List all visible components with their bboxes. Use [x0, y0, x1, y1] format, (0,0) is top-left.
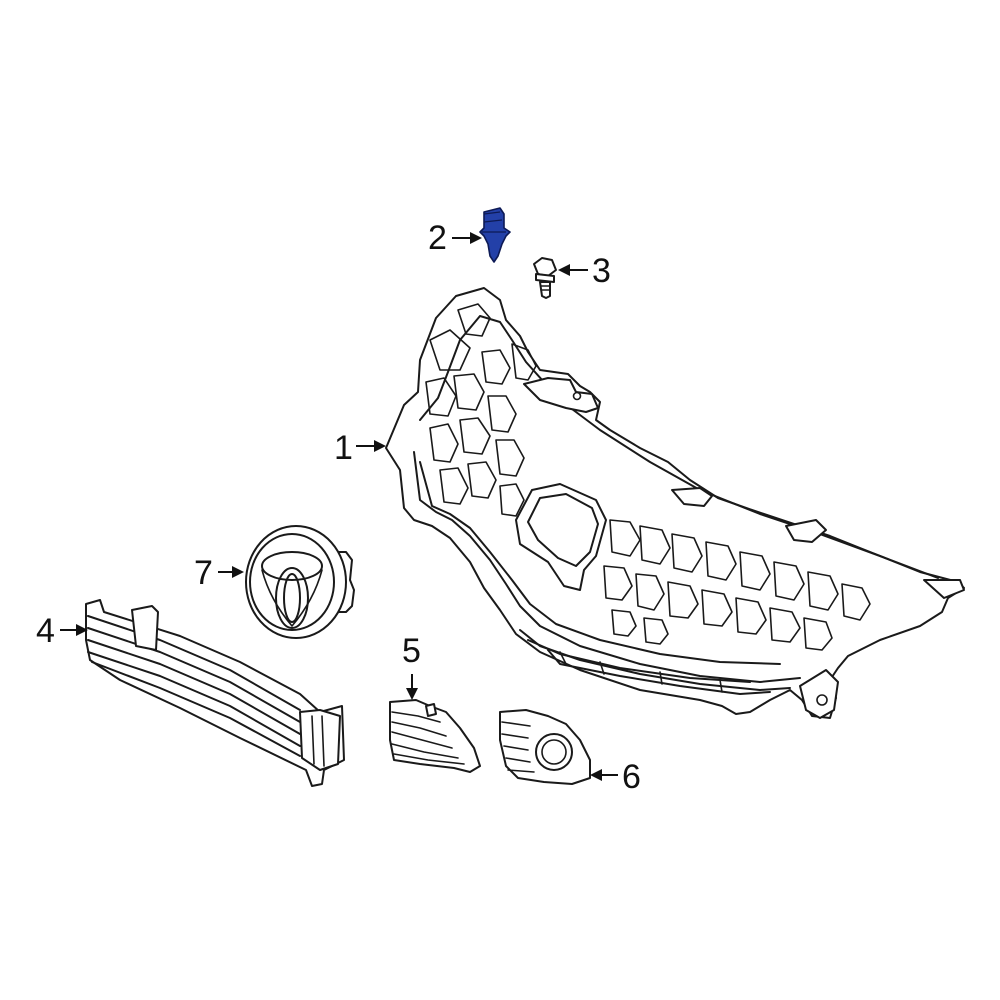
callout-6-label: 6	[622, 758, 641, 796]
part-6-fog-lamp-cover[interactable]	[499, 709, 591, 785]
callout-7-label: 7	[194, 554, 213, 592]
part-4-lower-grille[interactable]	[85, 599, 345, 787]
part-2-clip[interactable]	[479, 207, 511, 263]
callout-7: 7	[194, 554, 244, 592]
part-5-fog-lamp-cover[interactable]	[389, 699, 481, 773]
callout-4-label: 4	[36, 612, 55, 650]
callout-4: 4	[36, 612, 88, 650]
part-7-emblem[interactable]	[245, 525, 355, 639]
part-1-radiator-grille[interactable]	[385, 287, 965, 719]
callout-5-label: 5	[402, 632, 421, 670]
callout-1: 1	[334, 429, 386, 467]
callout-1-label: 1	[334, 429, 353, 467]
callout-2-label: 2	[428, 219, 447, 257]
callout-6: 6	[590, 758, 641, 796]
callout-2: 2	[428, 219, 482, 257]
part-3-bolt[interactable]	[533, 257, 557, 299]
callout-3: 3	[558, 252, 611, 290]
callout-3-label: 3	[592, 252, 611, 290]
callout-5: 5	[402, 632, 421, 700]
